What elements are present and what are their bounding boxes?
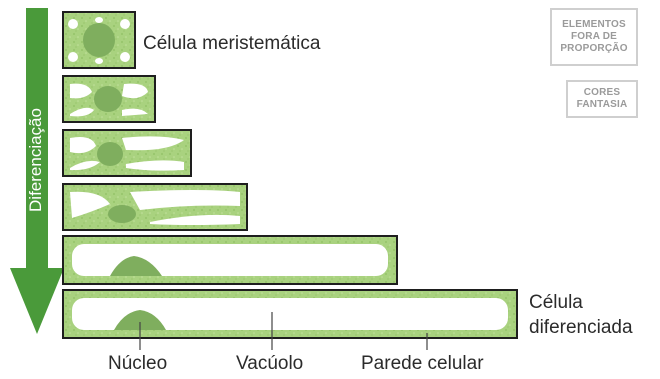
fantasy-colors-badge: CORES FANTASIA [566,80,638,118]
vacuole-label: Vacúolo [236,353,304,374]
meristematic-cell-label: Célula meristemática [143,33,321,54]
cell-stage-3 [62,129,192,177]
nucleus-label: Núcleo [108,353,168,374]
cell-stage-5 [62,235,398,285]
differentiation-arrow [10,8,64,334]
cell-wall-label: Parede celular [361,353,484,374]
cell-differentiated [62,289,518,339]
differentiation-label: Diferenciação [26,108,45,212]
out-of-proportion-badge: ELEMENTOS FORA DE PROPORÇÃO [550,8,638,66]
cell-meristematic [62,11,136,69]
cell-stage-2 [62,75,156,123]
differentiated-cell-label-line2: diferenciada [529,317,633,338]
cell-stage-4 [62,183,248,231]
differentiated-cell-label-line1: Célula [529,292,583,313]
nucleus-shape [83,23,115,57]
